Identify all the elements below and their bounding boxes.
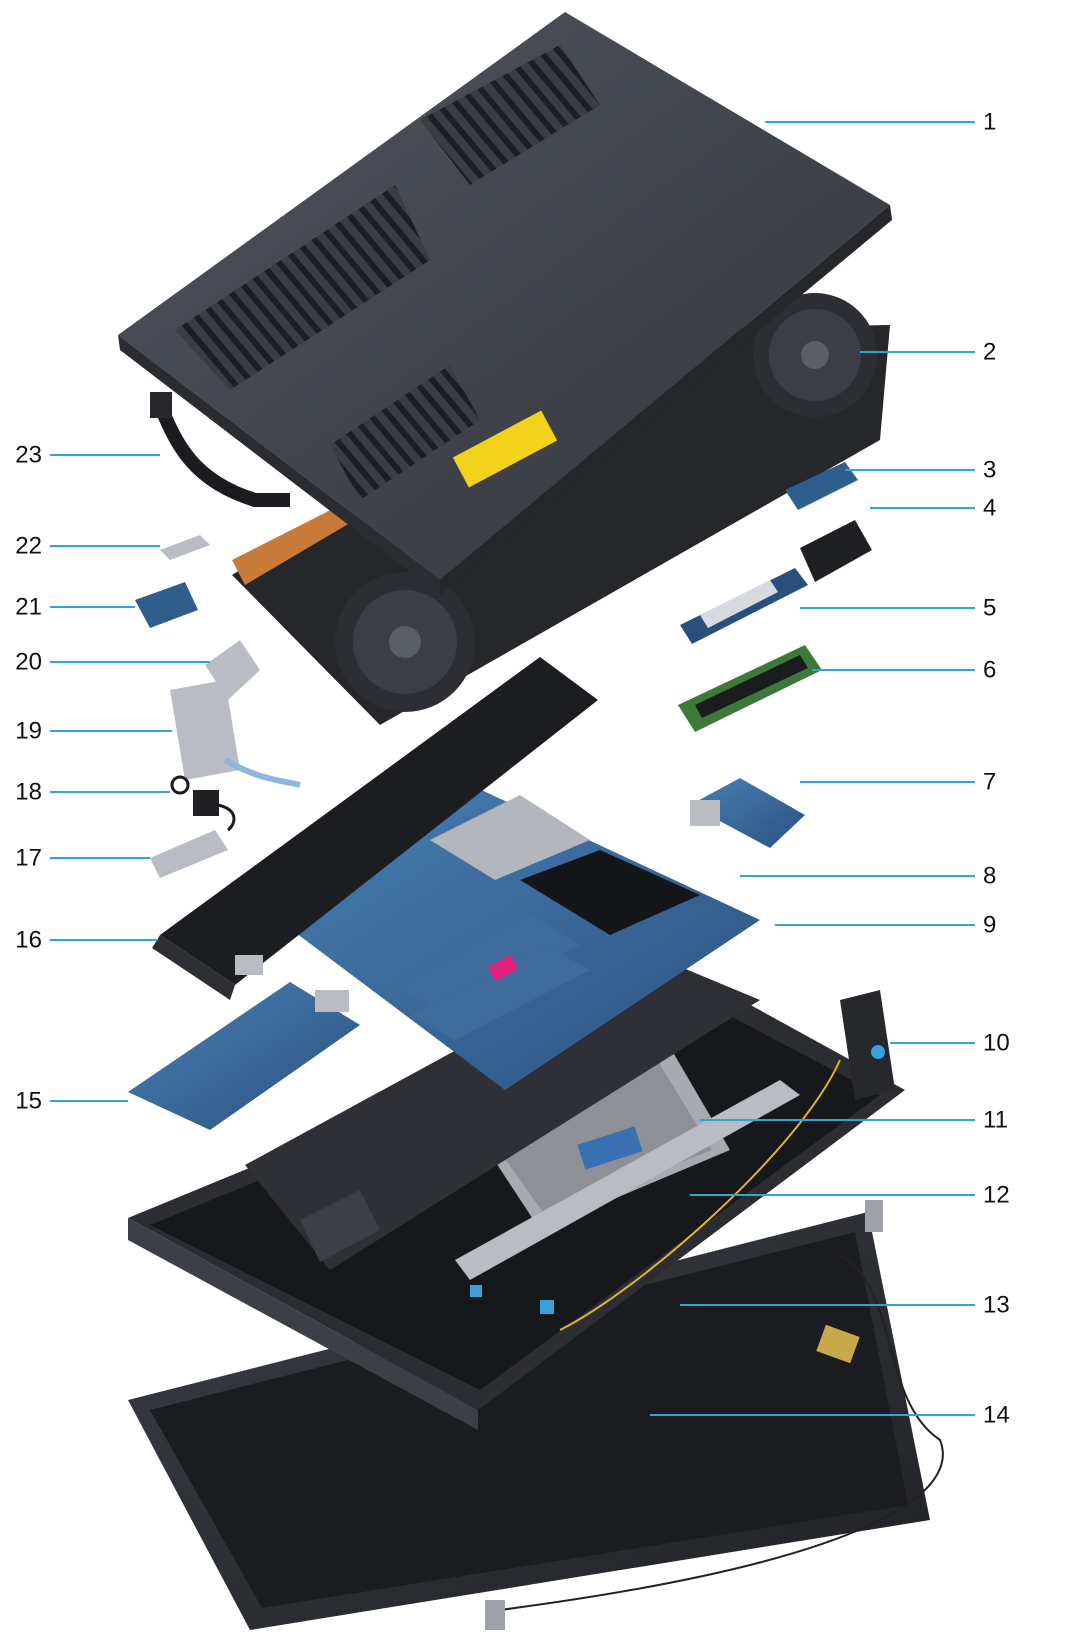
callout-number-15: 15 bbox=[15, 1087, 42, 1114]
callout-number-8: 8 bbox=[983, 862, 996, 889]
callout-number-13: 13 bbox=[983, 1291, 1010, 1318]
ssd-thermal-bracket bbox=[800, 520, 872, 582]
callout-number-1: 1 bbox=[983, 108, 996, 135]
small-bracket bbox=[160, 535, 210, 560]
callout-number-5: 5 bbox=[983, 594, 996, 621]
callout-number-17: 17 bbox=[15, 844, 42, 871]
callout-number-4: 4 bbox=[983, 494, 996, 521]
heat-sink-fan-assembly bbox=[232, 293, 890, 725]
power-adapter-port bbox=[150, 392, 290, 507]
callout-number-3: 3 bbox=[983, 456, 996, 483]
io-board bbox=[690, 778, 805, 848]
display-assembly bbox=[128, 1200, 944, 1630]
callout-number-18: 18 bbox=[15, 778, 42, 805]
power-button-bracket bbox=[150, 830, 228, 878]
callout-number-21: 21 bbox=[15, 593, 42, 620]
callout-number-12: 12 bbox=[983, 1181, 1010, 1208]
callout-number-2: 2 bbox=[983, 338, 996, 365]
rear-io-cover bbox=[152, 657, 598, 1000]
callout-number-11: 11 bbox=[983, 1106, 1008, 1133]
callout-number-9: 9 bbox=[983, 911, 996, 938]
callout-number-6: 6 bbox=[983, 656, 996, 683]
callout-number-23: 23 bbox=[15, 441, 42, 468]
wireless-card bbox=[135, 582, 198, 628]
callout-number-14: 14 bbox=[983, 1401, 1010, 1428]
callout-number-7: 7 bbox=[983, 768, 996, 795]
callout-number-16: 16 bbox=[15, 926, 42, 953]
callout-number-19: 19 bbox=[15, 717, 42, 744]
ssd-m2-2230 bbox=[785, 462, 858, 510]
battery bbox=[245, 950, 760, 1270]
callout-number-10: 10 bbox=[983, 1029, 1010, 1056]
base-cover bbox=[118, 12, 892, 595]
usb-board bbox=[128, 955, 360, 1130]
type-c-bracket bbox=[170, 680, 301, 788]
callout-number-20: 20 bbox=[15, 648, 42, 675]
speaker bbox=[840, 990, 895, 1100]
touchpad-bracket bbox=[455, 1080, 800, 1280]
memory-module bbox=[678, 645, 822, 732]
power-button-cable bbox=[170, 775, 236, 832]
callout-number-22: 22 bbox=[15, 532, 42, 559]
ssd-m2-2280 bbox=[680, 568, 808, 644]
